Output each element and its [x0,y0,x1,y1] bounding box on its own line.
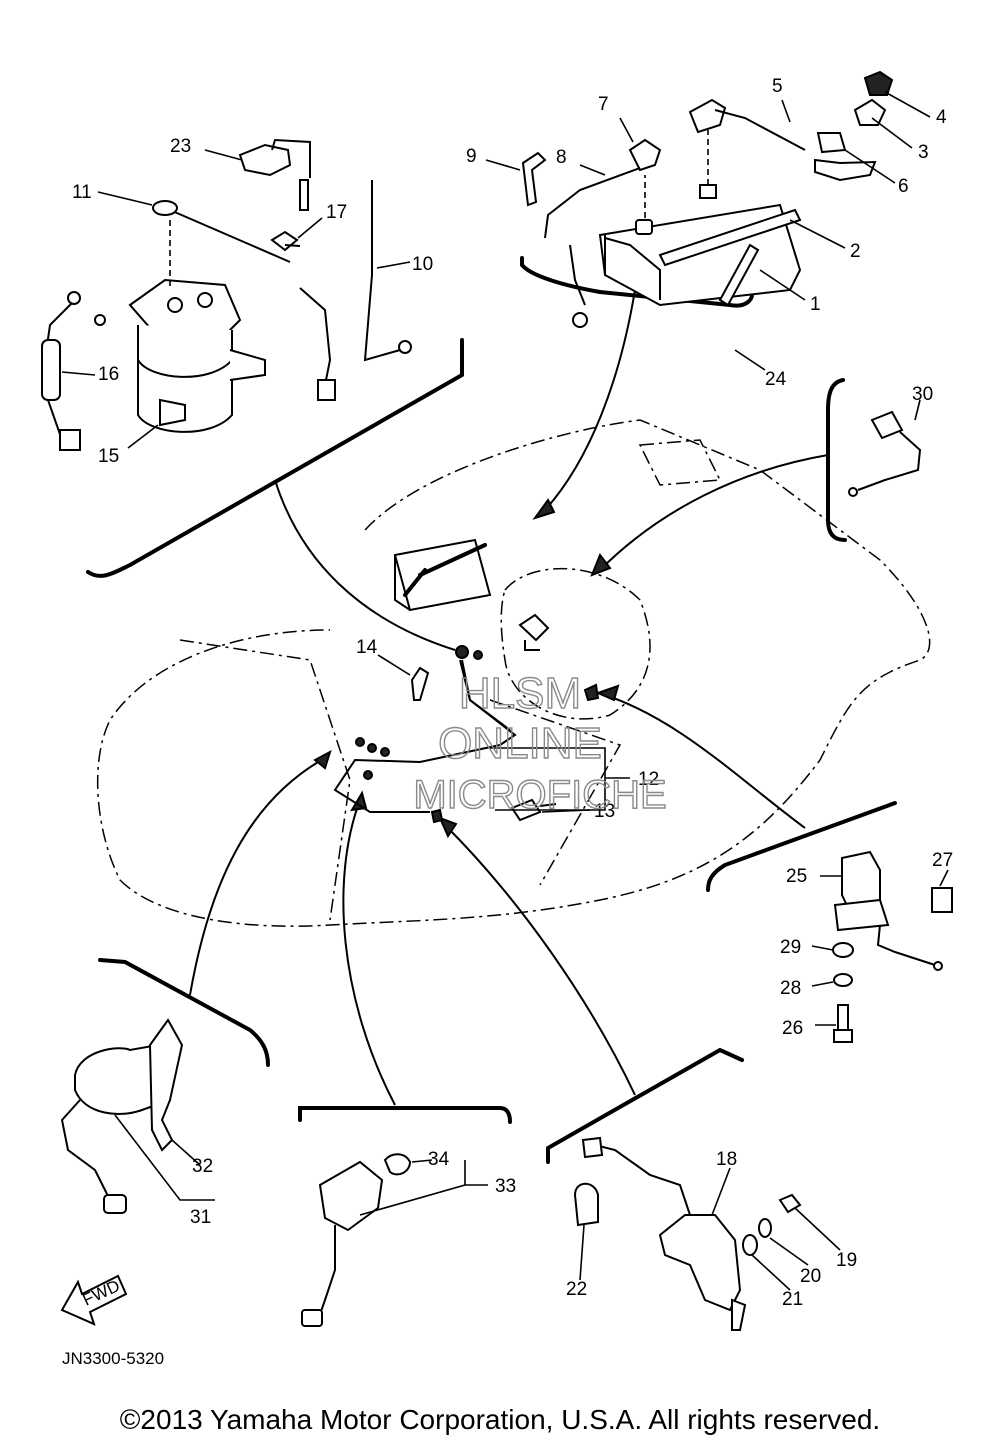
part-label-19: 19 [836,1250,857,1271]
part-label-34: 34 [428,1149,450,1170]
sender-assembly [573,1136,802,1331]
part-label-24: 24 [765,369,787,390]
part-label-29: 29 [780,937,801,958]
part-label-26: 26 [782,1018,803,1039]
switch-group-25 [832,850,953,1043]
part-label-7: 7 [598,94,609,115]
fwd-arrow: FWD [60,1274,128,1326]
part-label-11: 11 [72,182,92,203]
part-label-23: 23 [170,136,191,157]
part-label-31: 31 [190,1207,211,1228]
watermark-line-2: ONLINE [438,719,602,768]
leader-lines [61,91,949,1291]
part-label-2: 2 [850,241,861,262]
part-label-4: 4 [936,107,947,128]
part-label-15: 15 [98,446,119,467]
starter-relay-assembly [41,138,412,451]
part-label-27: 27 [932,850,953,871]
part-label-5: 5 [772,76,783,97]
part-label-32: 32 [192,1156,213,1177]
part-label-20: 20 [800,1266,821,1287]
part-label-17: 17 [326,202,347,223]
part-label-30: 30 [912,384,933,405]
part-label-6: 6 [898,176,909,197]
connection-arrows [189,289,829,1106]
vehicle-outline [96,419,931,927]
lamp-assembly [301,1153,412,1327]
battery-terminal-icon [635,219,653,235]
part-label-13: 13 [594,801,615,822]
part-label-8: 8 [556,147,567,168]
watermark-line-1: HLSM [459,669,581,718]
part-label-16: 16 [98,364,119,385]
battery-assembly [521,70,894,328]
part-number-labels: 1 2 3 4 5 6 7 8 9 10 11 12 13 14 15 16 1… [72,76,953,1310]
group-panels [86,256,897,1164]
part-label-12: 12 [638,769,659,790]
battery-in-vehicle-icon [393,538,492,612]
part-label-33: 33 [495,1176,516,1197]
part-label-14: 14 [356,637,378,658]
part-label-9: 9 [466,146,477,167]
part-label-21: 21 [782,1289,803,1310]
part-label-25: 25 [786,866,807,887]
part-label-1: 1 [810,294,821,315]
drawing-code: JN3300-5320 [62,1349,164,1368]
watermark-line-3: MICROFICHE [413,773,666,817]
part-label-10: 10 [412,254,433,275]
watermark: HLSM ONLINE MICROFICHE [413,668,668,817]
part-label-22: 22 [566,1279,587,1300]
connector-30 [848,410,922,497]
part-label-3: 3 [918,142,929,163]
copyright-notice: ©2013 Yamaha Motor Corporation, U.S.A. A… [119,1404,881,1435]
part-label-18: 18 [716,1149,737,1170]
part-label-28: 28 [780,978,801,999]
main-switch [60,1018,184,1214]
